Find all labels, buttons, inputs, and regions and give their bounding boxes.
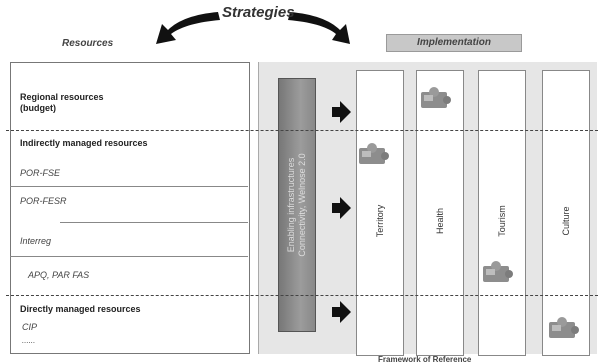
regional-resources-label: Regional resources (budget) — [20, 92, 104, 114]
arrow-right-icon — [288, 12, 350, 44]
more-label: ...... — [22, 336, 36, 345]
strategies-title: Strategies — [222, 4, 295, 21]
por-fse-label: POR-FSE — [20, 168, 61, 178]
row-divider — [10, 256, 248, 257]
enabling-infrastructures-bar: Enabling infrastructures Connectivity, W… — [278, 78, 316, 332]
indirect-resources-label: Indirectly managed resources — [20, 138, 148, 148]
puzzle-piece-icon — [549, 317, 579, 338]
section-divider — [6, 295, 598, 296]
apq-label: APQ, PAR FAS — [28, 270, 90, 280]
por-fesr-label: POR-FESR — [20, 196, 67, 206]
resources-panel — [10, 62, 250, 354]
enabling-line1: Enabling infrastructures — [286, 157, 296, 253]
arrow-left-icon — [156, 12, 220, 44]
regional-resources-line2: (budget) — [20, 103, 56, 113]
arrow-right-icon — [332, 197, 351, 219]
column-health: Health — [416, 70, 464, 356]
strategy-arrows — [156, 12, 350, 44]
regional-resources-line1: Regional resources — [20, 92, 104, 102]
implementation-title: Implementation — [386, 34, 522, 52]
puzzle-piece-icon — [359, 143, 389, 164]
column-label: Culture — [561, 206, 571, 236]
interreg-label: Interreg — [20, 236, 52, 246]
puzzle-piece-icon — [421, 87, 451, 108]
column-label: Tourism — [497, 205, 507, 237]
arrow-right-icon — [332, 101, 351, 123]
section-divider — [6, 130, 598, 131]
row-divider — [10, 186, 248, 187]
column-tourism: Tourism — [478, 70, 526, 356]
enabling-line2: Connectivity, Welnose 2.0 — [297, 153, 307, 257]
cip-label: CIP — [22, 322, 38, 332]
resources-title: Resources — [62, 38, 114, 49]
column-culture: Culture — [542, 70, 590, 356]
column-label: Health — [435, 207, 445, 235]
column-territory: Territory — [356, 70, 404, 356]
row-divider — [60, 222, 248, 223]
direct-resources-label: Directly managed resources — [20, 304, 141, 314]
arrow-right-icon — [332, 301, 351, 323]
puzzle-piece-icon — [483, 261, 513, 282]
column-label: Territory — [375, 204, 385, 238]
framework-footer: Framework of Reference — [378, 355, 472, 364]
